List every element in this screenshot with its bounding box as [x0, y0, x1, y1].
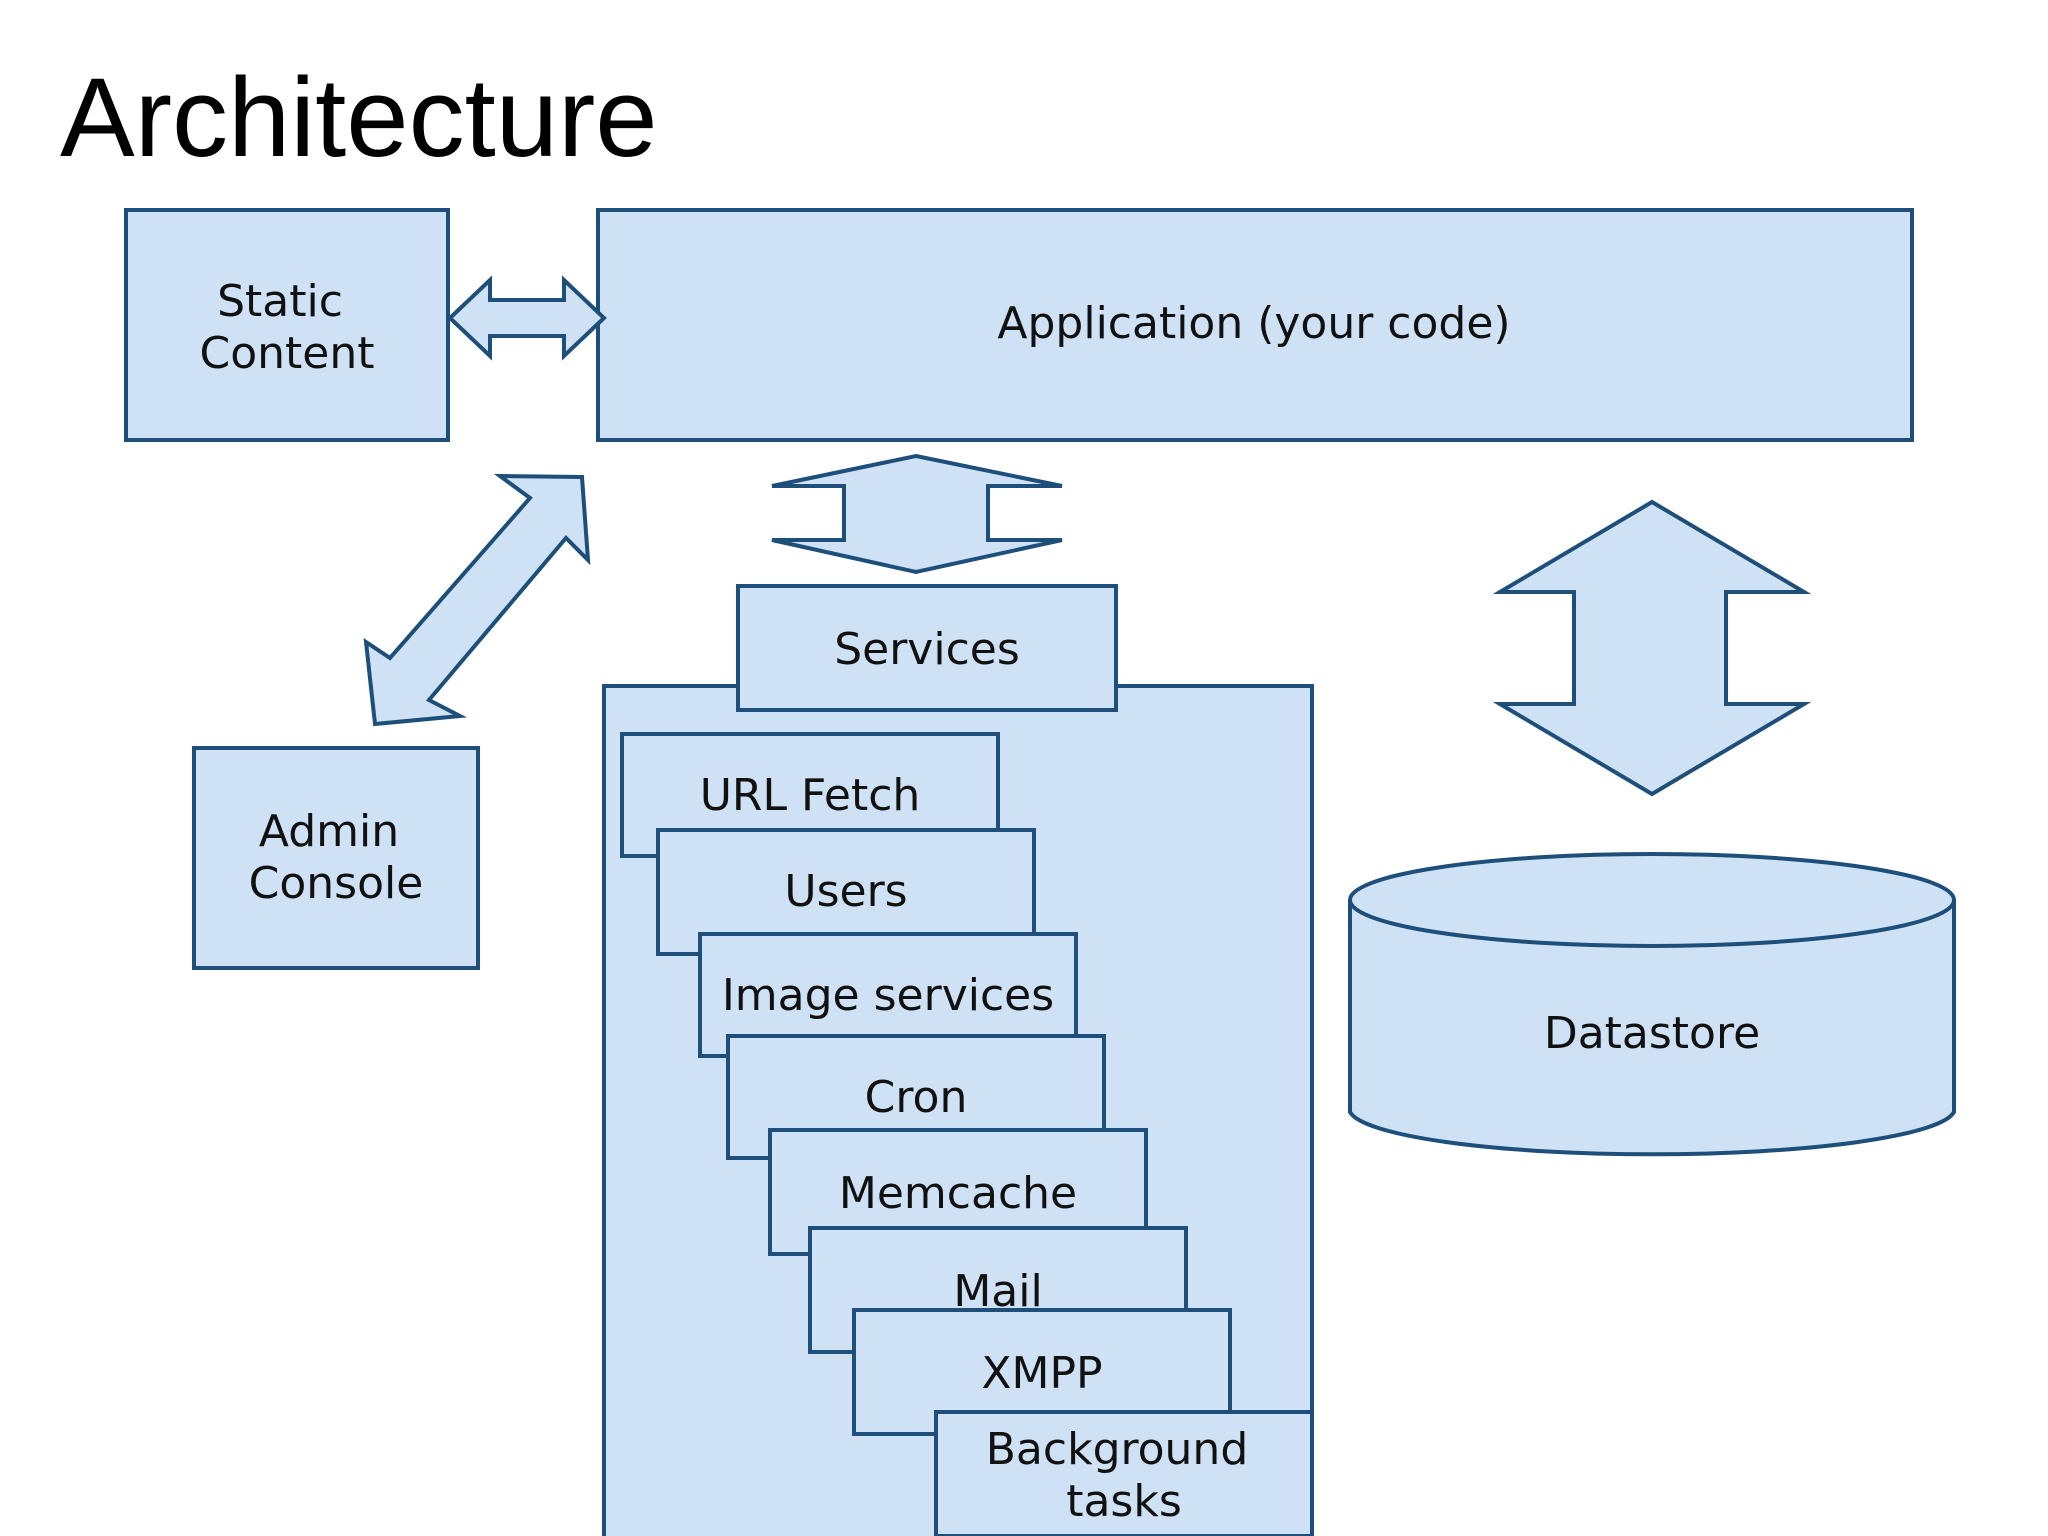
services-label: Services	[834, 624, 1020, 675]
service-card-label: Users	[784, 866, 907, 917]
service-card-label-line: URL Fetch	[700, 770, 921, 821]
services-node: Services	[736, 584, 1118, 712]
static-content-label: Static Content	[200, 276, 375, 379]
application-datastore-double-arrow	[1492, 499, 1812, 797]
page-title: Architecture	[60, 55, 658, 180]
service-card-background-tasks: Background tasks	[934, 1410, 1314, 1536]
admin-application-double-arrow	[363, 473, 591, 727]
admin-console-label-line-2: Console	[249, 858, 424, 909]
application-label-line-1: Application (your code)	[997, 298, 1510, 349]
static-application-double-arrow	[447, 275, 607, 361]
service-card-label-line: Image services	[722, 970, 1054, 1021]
application-label: Application (your code)	[997, 298, 1510, 349]
service-card-label-line-2: tasks	[1066, 1476, 1182, 1527]
datastore-label: Datastore	[1544, 1008, 1760, 1059]
static-content-label-line-1: Static	[217, 276, 343, 327]
service-card-label-line-1: Background	[986, 1424, 1249, 1475]
service-card-label-line: XMPP	[981, 1348, 1102, 1399]
service-card-label: Cron	[865, 1072, 968, 1123]
application-services-double-arrow	[771, 453, 1063, 575]
service-card-label: Memcache	[839, 1168, 1077, 1219]
service-card-label: URL Fetch	[700, 770, 921, 821]
admin-console-label: Admin Console	[249, 806, 424, 909]
datastore-node: Datastore	[1348, 852, 1956, 1157]
admin-console-node: Admin Console	[192, 746, 480, 970]
datastore-label-line-1: Datastore	[1544, 1008, 1760, 1059]
service-card-label-line: Users	[784, 866, 907, 917]
static-content-node: Static Content	[124, 208, 450, 442]
application-node: Application (your code)	[596, 208, 1914, 442]
service-card-label: Image services	[722, 970, 1054, 1021]
static-content-label-line-2: Content	[200, 328, 375, 379]
admin-console-label-line-1: Admin	[259, 806, 399, 857]
service-card-label: XMPP	[981, 1348, 1102, 1399]
service-card-label-line: Memcache	[839, 1168, 1077, 1219]
services-label-line-1: Services	[834, 624, 1020, 675]
service-card-label-line: Cron	[865, 1072, 968, 1123]
service-card-label: Background tasks	[986, 1424, 1263, 1527]
